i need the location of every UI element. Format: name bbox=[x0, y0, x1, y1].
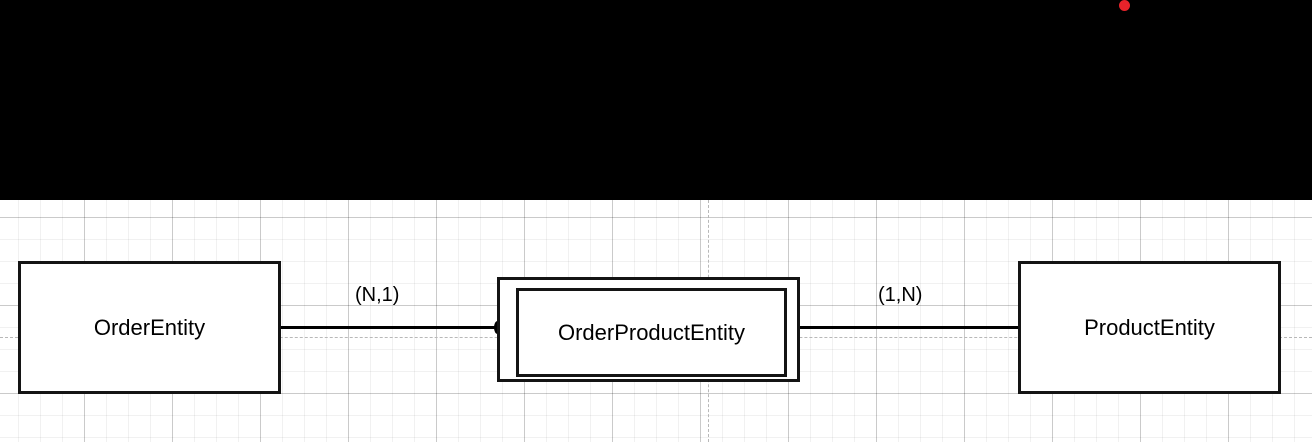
entity-label-product-entity: ProductEntity bbox=[1084, 314, 1215, 340]
cardinality-label-product-side[interactable]: (1,N) bbox=[878, 284, 923, 306]
connector-orderproduct-to-product[interactable] bbox=[800, 326, 1018, 329]
entity-label-order-product-entity: OrderProductEntity bbox=[557, 319, 746, 345]
top-black-band bbox=[0, 0, 1312, 200]
entity-label-order-entity: OrderEntity bbox=[93, 314, 206, 340]
entity-order-product-entity-inner-border: OrderProductEntity bbox=[516, 288, 787, 377]
entity-order-entity[interactable]: OrderEntity bbox=[18, 261, 281, 394]
cardinality-label-order-side[interactable]: (N,1) bbox=[355, 284, 400, 306]
connector-order-to-orderproduct[interactable] bbox=[281, 326, 497, 329]
entity-product-entity[interactable]: ProductEntity bbox=[1018, 261, 1281, 394]
red-cursor-dot bbox=[1119, 0, 1130, 11]
diagram-canvas[interactable]: OrderEntity OrderProductEntity ProductEn… bbox=[0, 200, 1312, 442]
entity-order-product-entity[interactable]: OrderProductEntity bbox=[497, 277, 800, 382]
